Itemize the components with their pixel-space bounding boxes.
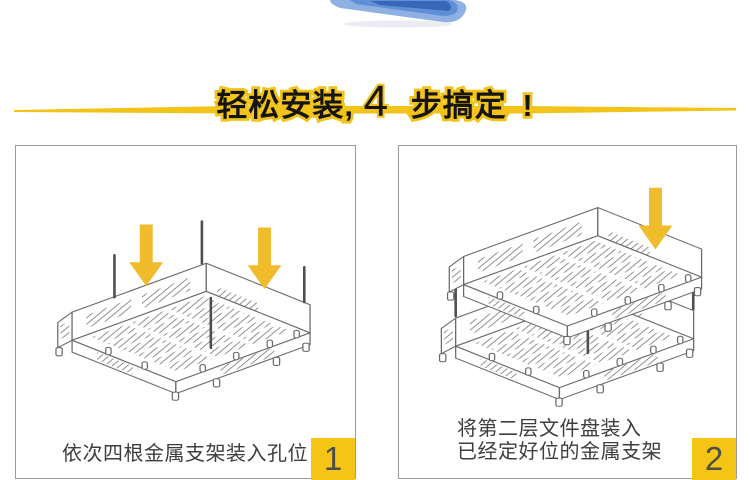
banner-exclamation: ! (522, 88, 533, 123)
step-panel-2: 将第二层文件盘装入 已经定好位的金属支架 2 (398, 145, 737, 480)
banner-underline-stripe (14, 106, 736, 114)
step2-caption-line: 已经定好位的金属支架 (457, 441, 662, 463)
step1-number: 1 (323, 440, 343, 477)
step1-caption-line: 依次四根金属支架装入孔位 (62, 443, 308, 465)
step1-caption: 依次四根金属支架装入孔位 (62, 443, 308, 466)
step-panel-1: 依次四根金属支架装入孔位 1 (15, 145, 356, 480)
tray-edge-dark (370, 1, 451, 11)
down-arrow-icon (247, 227, 282, 290)
metal-rods (113, 220, 306, 350)
step1-number-badge: 1 (311, 438, 355, 480)
photo-shadow (343, 20, 453, 28)
step2-number-badge: 2 (692, 438, 736, 480)
file-tray-drawing (56, 263, 310, 400)
banner-text-suffix: 步搞定 (411, 88, 507, 123)
banner-text-prefix: 轻松安装, (216, 88, 354, 123)
step2-caption-line: 将第二层文件盘装入 (457, 418, 642, 440)
down-arrow-icon (129, 224, 164, 287)
step2-number: 2 (704, 440, 724, 477)
banner-step-count: 4 (364, 77, 389, 126)
step1-illustration (16, 220, 355, 478)
install-banner: 轻松安装, 4 步搞定 ! (0, 75, 750, 130)
blue-tray-photo-fragment (330, 0, 467, 28)
step2-caption: 将第二层文件盘装入 已经定好位的金属支架 (457, 418, 662, 464)
step2-illustration (399, 187, 736, 478)
banner-title: 轻松安装, 4 步搞定 ! (216, 77, 533, 126)
